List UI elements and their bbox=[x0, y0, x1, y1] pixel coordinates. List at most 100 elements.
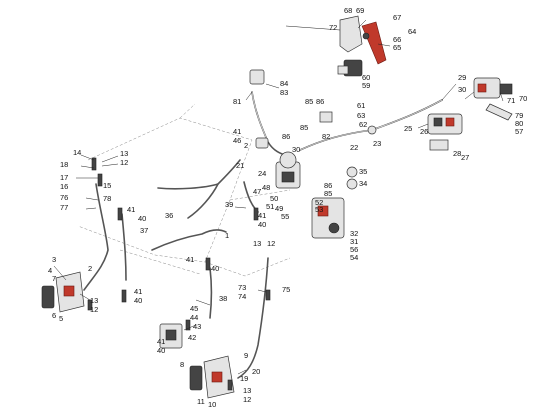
label-53: 53 bbox=[315, 205, 323, 214]
label-34: 34 bbox=[359, 179, 367, 188]
label-5: 5 bbox=[59, 314, 63, 323]
label-22: 22 bbox=[350, 143, 358, 152]
bolts bbox=[87, 157, 271, 391]
label-44: 44 bbox=[190, 313, 198, 322]
label-57: 57 bbox=[515, 127, 523, 136]
label-86b: 86 bbox=[282, 132, 290, 141]
brake-hoses bbox=[83, 91, 443, 379]
label-77: 77 bbox=[60, 203, 68, 212]
reference-dash-lines bbox=[77, 103, 291, 277]
label-61: 61 bbox=[357, 101, 365, 110]
label-85b: 85 bbox=[300, 123, 308, 132]
label-40d: 40 bbox=[211, 264, 219, 273]
label-41a: 41 bbox=[233, 127, 241, 136]
abs-modulator bbox=[427, 113, 463, 151]
label-29: 29 bbox=[458, 73, 466, 82]
label-80: 80 bbox=[515, 119, 523, 128]
label-40c: 40 bbox=[134, 296, 142, 305]
label-85c: 85 bbox=[324, 189, 332, 198]
label-12a: 12 bbox=[120, 158, 128, 167]
label-11: 11 bbox=[197, 397, 205, 406]
label-62: 62 bbox=[359, 120, 367, 129]
label-18: 18 bbox=[60, 160, 68, 169]
label-56: 56 bbox=[350, 245, 358, 254]
label-49: 49 bbox=[275, 204, 283, 213]
label-39: 39 bbox=[225, 200, 233, 209]
label-63: 63 bbox=[357, 111, 365, 120]
label-17: 17 bbox=[60, 173, 68, 182]
label-23: 23 bbox=[373, 139, 381, 148]
label-86c: 86 bbox=[324, 181, 332, 190]
label-70: 70 bbox=[519, 94, 527, 103]
connector-46 bbox=[255, 137, 269, 149]
label-67: 67 bbox=[393, 13, 401, 22]
label-73: 73 bbox=[238, 283, 246, 292]
label-13b: 13 bbox=[90, 296, 98, 305]
ring-35 bbox=[346, 166, 358, 178]
label-64: 64 bbox=[408, 27, 416, 36]
label-26: 26 bbox=[420, 127, 428, 136]
rear-master-cylinder bbox=[473, 77, 513, 121]
label-81: 81 bbox=[233, 97, 241, 106]
label-31: 31 bbox=[350, 237, 358, 246]
label-72: 72 bbox=[329, 23, 337, 32]
label-40b: 40 bbox=[138, 214, 146, 223]
label-16: 16 bbox=[60, 182, 68, 191]
label-27: 27 bbox=[461, 153, 469, 162]
label-48: 48 bbox=[262, 183, 270, 192]
label-8: 8 bbox=[180, 360, 184, 369]
label-9: 9 bbox=[244, 351, 248, 360]
label-55: 55 bbox=[281, 212, 289, 221]
label-32: 32 bbox=[350, 229, 358, 238]
label-4: 4 bbox=[48, 266, 52, 275]
label-15: 15 bbox=[103, 181, 111, 190]
label-40e: 40 bbox=[157, 346, 165, 355]
connector-84 bbox=[249, 69, 265, 85]
label-41d: 41 bbox=[134, 287, 142, 296]
ring-34 bbox=[346, 178, 358, 190]
label-14: 14 bbox=[73, 148, 81, 157]
hose-36b bbox=[187, 183, 219, 219]
front-left-caliper bbox=[41, 271, 85, 313]
label-21: 21 bbox=[236, 161, 244, 170]
lever-assembly bbox=[337, 15, 387, 77]
label-45: 45 bbox=[190, 304, 198, 313]
label-52: 52 bbox=[315, 198, 323, 207]
label-7: 7 bbox=[52, 274, 56, 283]
hose-37 bbox=[151, 229, 227, 251]
part-labels: 69 68 67 72 64 66 65 60 59 61 63 62 29 3… bbox=[48, 6, 527, 409]
label-35: 35 bbox=[359, 167, 367, 176]
label-76: 76 bbox=[60, 193, 68, 202]
label-2b: 2 bbox=[88, 264, 92, 273]
label-60: 60 bbox=[362, 73, 370, 82]
label-41e: 41 bbox=[186, 255, 194, 264]
label-12c: 12 bbox=[267, 239, 275, 248]
hose-78 bbox=[83, 183, 109, 291]
label-65: 65 bbox=[393, 43, 401, 52]
hose-rear bbox=[237, 257, 269, 379]
label-69: 69 bbox=[356, 6, 364, 15]
label-58: 47 bbox=[253, 187, 261, 196]
label-40a: 40 bbox=[258, 220, 266, 229]
hose-82 bbox=[299, 99, 443, 151]
label-37: 37 bbox=[140, 226, 148, 235]
label-13d: 13 bbox=[243, 386, 251, 395]
label-71: 71 bbox=[507, 96, 515, 105]
label-54: 54 bbox=[350, 253, 358, 262]
hose-front-right bbox=[121, 213, 127, 281]
label-59: 59 bbox=[362, 81, 370, 90]
label-78: 78 bbox=[103, 194, 111, 203]
label-82: 82 bbox=[322, 132, 330, 141]
label-46: 46 bbox=[233, 136, 241, 145]
label-20: 20 bbox=[252, 367, 260, 376]
label-84: 84 bbox=[280, 79, 288, 88]
label-38: 38 bbox=[219, 294, 227, 303]
label-12b: 12 bbox=[90, 305, 98, 314]
label-30a: 30 bbox=[292, 145, 300, 154]
label-51: 51 bbox=[266, 202, 274, 211]
leader-lines bbox=[53, 19, 504, 375]
hose-38 bbox=[209, 267, 213, 319]
label-10: 10 bbox=[208, 400, 216, 409]
label-13c: 13 bbox=[253, 239, 261, 248]
